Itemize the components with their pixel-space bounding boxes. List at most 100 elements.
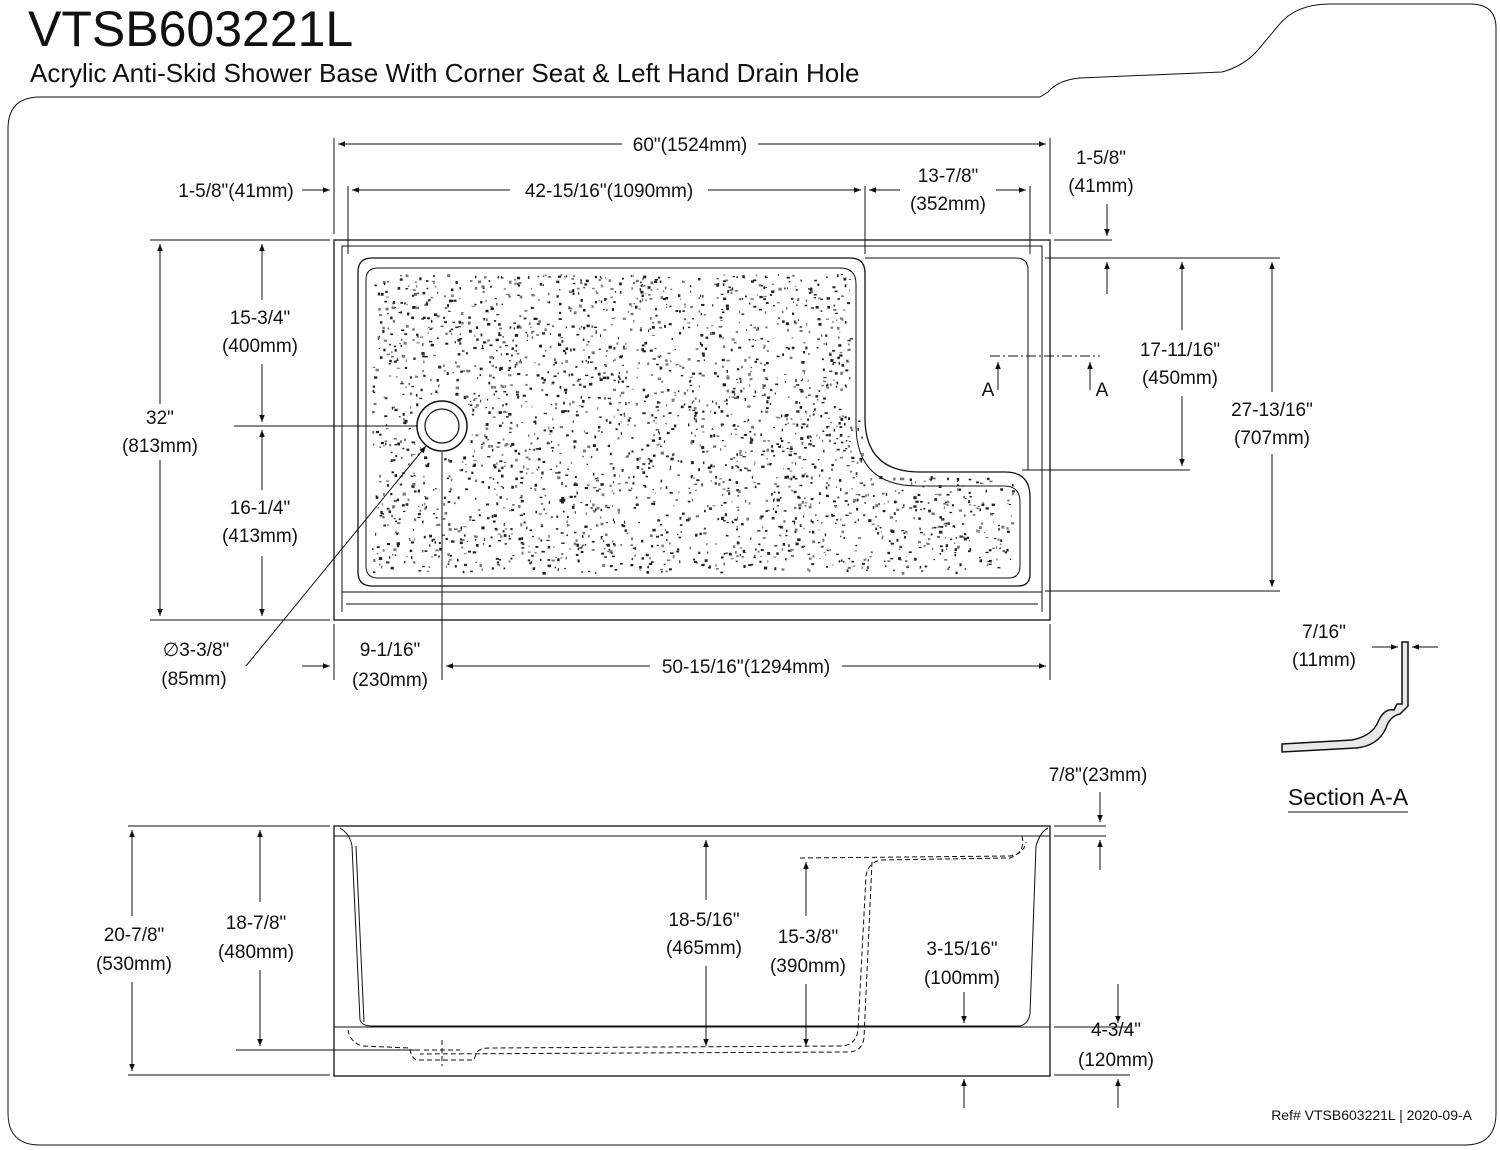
texture-speck (631, 437, 634, 439)
texture-speck (495, 366, 497, 369)
texture-speck (630, 274, 632, 278)
texture-speck (867, 559, 869, 562)
texture-speck (458, 320, 462, 324)
texture-speck (675, 363, 678, 366)
texture-speck (921, 569, 924, 573)
texture-speck (909, 507, 913, 509)
texture-speck (556, 295, 559, 298)
texture-speck (571, 325, 575, 328)
texture-speck (585, 411, 588, 413)
texture-speck (752, 339, 755, 341)
texture-speck (647, 362, 650, 365)
texture-speck (618, 402, 622, 404)
texture-speck (741, 313, 745, 315)
texture-speck (492, 478, 494, 480)
texture-speck (714, 283, 716, 285)
texture-speck (919, 527, 921, 531)
dim-drain-to-back-mm: (400mm) (222, 336, 298, 357)
texture-speck (905, 530, 908, 534)
texture-speck (579, 383, 582, 386)
texture-speck (591, 549, 595, 551)
texture-speck (525, 331, 528, 334)
texture-speck (956, 481, 958, 482)
texture-speck (659, 280, 662, 283)
texture-speck (774, 510, 778, 514)
texture-speck (378, 308, 381, 311)
texture-speck (414, 293, 418, 296)
seat-hidden-line (347, 835, 1027, 1061)
texture-speck (672, 453, 674, 457)
texture-speck (678, 331, 682, 335)
texture-speck (375, 368, 379, 372)
texture-speck (725, 464, 727, 467)
texture-speck (711, 428, 713, 430)
texture-speck (607, 444, 611, 448)
dim-drain-to-left: 9-1/16" (360, 640, 421, 661)
texture-speck (762, 526, 764, 529)
texture-speck (476, 404, 479, 407)
texture-speck (478, 394, 480, 397)
texture-speck (668, 323, 672, 326)
texture-speck (795, 401, 798, 404)
texture-speck (411, 541, 414, 544)
texture-speck (869, 556, 872, 558)
texture-speck (407, 498, 410, 502)
texture-speck (531, 406, 533, 408)
texture-speck (845, 385, 847, 388)
texture-speck (552, 417, 554, 421)
texture-speck (545, 512, 548, 515)
texture-speck (548, 426, 550, 430)
texture-speck (679, 298, 682, 300)
texture-speck (723, 345, 726, 348)
texture-speck (856, 475, 858, 477)
texture-speck (782, 353, 784, 356)
texture-speck (763, 440, 766, 442)
texture-speck (822, 368, 825, 371)
texture-speck (861, 495, 865, 498)
texture-speck (818, 541, 821, 544)
texture-speck (834, 290, 838, 292)
texture-speck (742, 549, 746, 553)
texture-speck (674, 348, 677, 350)
texture-speck (704, 347, 707, 350)
texture-speck (647, 286, 651, 289)
texture-speck (504, 345, 508, 347)
texture-speck (495, 557, 499, 560)
texture-speck (717, 517, 720, 521)
texture-speck (798, 319, 800, 321)
texture-speck (826, 318, 829, 320)
texture-speck (582, 449, 586, 453)
texture-speck (609, 463, 613, 465)
texture-speck (405, 274, 409, 278)
texture-speck (880, 531, 882, 533)
texture-speck (530, 287, 532, 290)
texture-speck (405, 341, 407, 345)
texture-speck (788, 478, 790, 480)
texture-speck (758, 284, 762, 287)
texture-speck (846, 465, 850, 467)
texture-speck (738, 490, 741, 493)
texture-speck (390, 459, 393, 462)
texture-speck (623, 415, 626, 417)
texture-speck (542, 275, 545, 277)
texture-speck (516, 424, 518, 428)
texture-speck (691, 431, 693, 435)
texture-speck (1009, 558, 1012, 560)
texture-speck (776, 323, 779, 325)
texture-speck (810, 476, 814, 480)
texture-speck (750, 436, 752, 439)
texture-speck (679, 524, 683, 526)
texture-speck (501, 385, 505, 389)
texture-speck (568, 373, 571, 377)
texture-speck (849, 289, 851, 292)
dim-wall-thickness-mm: (11mm) (1292, 650, 1356, 671)
texture-speck (734, 393, 736, 396)
texture-speck (642, 388, 646, 392)
texture-speck (731, 520, 733, 524)
texture-speck (698, 277, 701, 281)
texture-speck (482, 345, 484, 348)
texture-speck (731, 338, 735, 341)
texture-speck (709, 507, 712, 510)
texture-speck (851, 460, 855, 463)
texture-speck (528, 458, 531, 461)
